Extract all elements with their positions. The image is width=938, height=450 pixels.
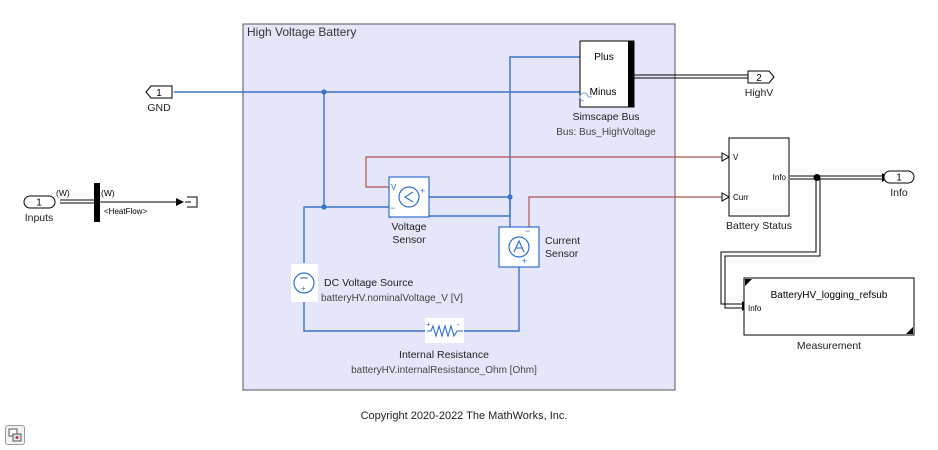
measurement-block[interactable]: BatteryHV_logging_refsub Info Measuremen… [743,277,915,352]
dc-source-label: DC Voltage Source [324,277,413,289]
measurement-port-info: Info [748,304,762,313]
bus-selector[interactable] [94,183,100,222]
simscape-bus-block[interactable]: Plus Minus Simscape Bus Bus: Bus_HighVol… [556,40,656,138]
voltage-sensor-label-1: Voltage [391,221,426,233]
sensor-signal-wires [365,152,731,231]
inputs-port-number: 1 [36,198,42,209]
measurement-label: Measurement [797,340,861,352]
signal-unit-label-in: (W) [56,188,70,198]
model-status-button[interactable] [5,425,25,445]
gnd-port-number: 1 [156,88,162,99]
simscape-bus-label: Simscape Bus [572,111,639,123]
dc-source-icon [293,272,315,294]
resistance-sublabel: batteryHV.internalResistance_Ohm [Ohm] [351,365,537,376]
subsystem-title: High Voltage Battery [247,25,356,39]
svg-text:−: − [525,226,530,236]
current-sensor-label-2: Sensor [545,248,579,260]
voltmeter-icon [398,186,420,208]
svg-text:+: + [301,284,306,293]
battery-status-port-info: Info [773,173,787,182]
battery-status-port-curr: Curr [733,193,749,202]
bus-port-minus: Minus [590,87,617,98]
physical-wires [174,56,580,332]
copyright-notice: Copyright 2020-2022 The MathWorks, Inc. [360,410,568,422]
highv-port-label: HighV [745,87,774,99]
dc-voltage-source-block[interactable]: + DC Voltage Source batteryHV.nominalVol… [291,264,463,304]
battery-status-block[interactable]: V Curr Info Battery Status [726,137,792,232]
gnd-port-label: GND [147,102,171,114]
resistor-icon [427,324,463,338]
svg-text:−: − [390,203,395,213]
info-port[interactable]: 1 Info [883,170,915,199]
terminator[interactable] [185,196,198,208]
info-port-label: Info [890,187,908,199]
model-status-icon [8,428,22,442]
internal-resistance-block[interactable]: + - Internal Resistance batteryHV.intern… [351,318,537,376]
voltage-sensor-label-2: Sensor [392,234,426,246]
bus-port-plus: Plus [594,52,613,63]
highv-port-number: 2 [756,73,762,84]
simscape-bus-sublabel: Bus: Bus_HighVoltage [556,127,656,138]
svg-text:+: + [420,186,425,196]
resistance-label: Internal Resistance [399,349,489,361]
gnd-port[interactable]: 1 GND [145,85,173,114]
bus-link-icon [579,92,592,102]
measurement-reference: BatteryHV_logging_refsub [771,290,888,301]
svg-text:+: + [426,320,431,329]
heatflow-signal-label: <HeatFlow> [104,207,147,216]
dc-source-sublabel: batteryHV.nominalVoltage_V [V] [321,293,463,304]
battery-status-port-v: V [733,153,739,162]
wire-junctions [321,89,513,210]
voltage-sensor-block[interactable]: V + − Voltage Sensor [388,176,430,246]
signal-unit-label-out: (W) [101,188,115,198]
svg-text:+: + [522,256,527,266]
current-sensor-block[interactable]: − + Current Sensor [498,226,580,268]
svg-text:-: - [457,320,460,329]
voltage-port-v: V [391,183,397,192]
info-port-number: 1 [896,173,902,184]
battery-status-label: Battery Status [726,220,792,232]
highv-port[interactable]: 2 HighV [745,70,775,99]
inputs-port-label: Inputs [25,212,54,224]
inputs-port[interactable]: 1 Inputs [23,195,56,224]
current-sensor-label-1: Current [545,235,580,247]
